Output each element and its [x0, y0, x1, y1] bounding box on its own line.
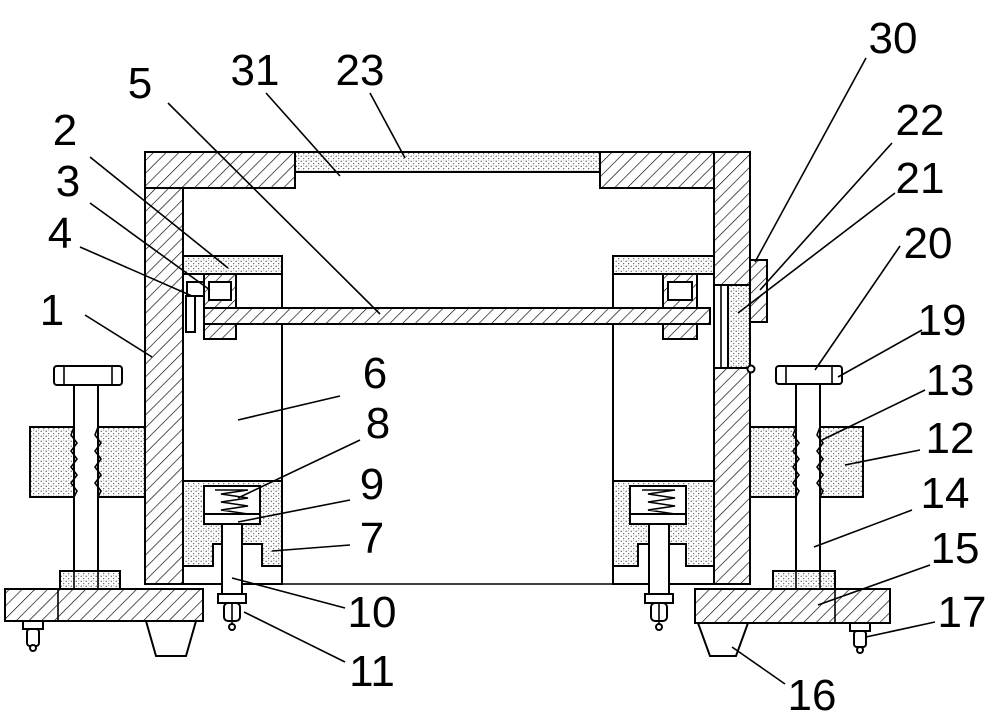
frame-main	[144, 151, 751, 585]
label-1: 1	[40, 286, 64, 335]
right-slide-assembly	[612, 255, 715, 631]
label-19: 19	[918, 296, 967, 345]
label-5: 5	[128, 59, 152, 108]
label-3: 3	[56, 157, 80, 206]
label-23: 23	[336, 46, 385, 95]
label-2: 2	[53, 106, 77, 155]
label-4: 4	[48, 209, 72, 258]
label-20: 20	[904, 219, 953, 268]
label-21: 21	[896, 154, 945, 203]
label-10: 10	[348, 588, 397, 637]
label-9: 9	[360, 460, 384, 509]
left-leg-assembly	[4, 365, 204, 657]
label-6: 6	[363, 349, 387, 398]
callout-labels: 1 2 3 4 5 6 7 8 9 10 11 12 13 14 15 16 1…	[40, 14, 987, 720]
left-slide-assembly	[182, 255, 283, 631]
label-11: 11	[349, 647, 395, 696]
horizontal-shaft	[203, 307, 711, 325]
label-12: 12	[926, 414, 975, 463]
leader-lines	[79, 57, 936, 685]
label-7: 7	[360, 514, 384, 563]
right-latch	[720, 259, 768, 374]
label-22: 22	[896, 96, 945, 145]
top-cover-strip	[294, 151, 601, 173]
label-31: 31	[231, 46, 280, 95]
label-17: 17	[938, 588, 987, 637]
label-30: 30	[869, 14, 918, 63]
label-14: 14	[921, 469, 970, 518]
label-16: 16	[788, 671, 837, 720]
label-13: 13	[926, 356, 975, 405]
label-8: 8	[366, 399, 390, 448]
label-15: 15	[931, 524, 980, 573]
